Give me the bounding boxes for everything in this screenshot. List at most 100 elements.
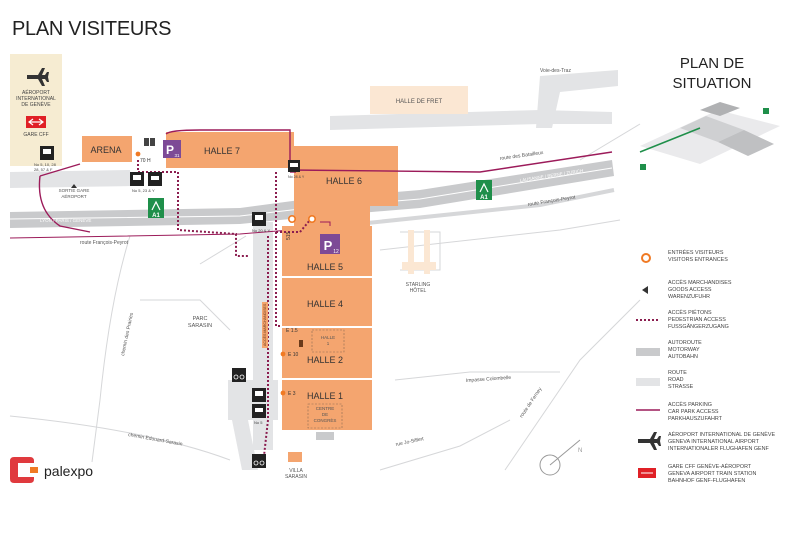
- mini-map-block-1: [680, 116, 744, 142]
- parking-p31-letter: P: [166, 143, 174, 157]
- road-connector: [199, 235, 247, 265]
- centre-line-3: CONGRÈS: [314, 417, 337, 423]
- palexpo-logo-icon: [10, 457, 38, 483]
- place-labels: PARC SARASIN STARLING HÔTEL VILLA SARASI…: [59, 184, 430, 480]
- wc-icon: [144, 138, 155, 146]
- legend-line: AÉROPORT INTERNATIONAL DE GENÈVE: [668, 432, 776, 438]
- road-parc: [140, 299, 231, 331]
- brand-name: palexpo: [44, 463, 94, 479]
- mini-map-road: [639, 127, 701, 153]
- centre-line-1: CENTRE: [316, 406, 335, 411]
- airport-box-bg: [10, 54, 62, 166]
- legend-item-motorway: AUTOROUTE MOTORWAY AUTOBAHN: [632, 340, 797, 368]
- legend-item-entrances: ENTRÉES VISITEURS VISITORS ENTRANCES: [632, 250, 797, 278]
- road-icon: [636, 378, 660, 386]
- parking-badges: P 31 P 12: [163, 140, 340, 255]
- gare-cff-label: GARE CFF: [23, 132, 48, 138]
- road-jo-siffert: [379, 419, 511, 471]
- entrance-icon: [280, 351, 286, 357]
- legend-line: INTERNATIONALER FLUGHAFEN GENF: [668, 445, 769, 452]
- label-villa-1: VILLA: [289, 468, 303, 474]
- situation-title-line-2: SITUATION: [672, 75, 752, 92]
- halle1-label: HALLE 1: [307, 391, 343, 401]
- train-station-icon: [26, 116, 46, 128]
- label-sarasin: chemin Edouard-Sarasin: [128, 432, 183, 448]
- centre-line-2: DE: [322, 412, 328, 417]
- situation-title: PLAN DE SITUATION: [664, 54, 760, 94]
- taxi-icon: [252, 404, 266, 418]
- label-ferney: route de Ferney: [519, 386, 544, 419]
- halle6-hall: [294, 146, 398, 226]
- road-east: [379, 219, 621, 251]
- legend-line: GENEVA INTERNATIONAL AIRPORT: [668, 438, 759, 445]
- motorway-icon: [636, 348, 660, 356]
- legend-item-airport: AÉROPORT INTERNATIONAL DE GENÈVE GENEVA …: [632, 432, 797, 460]
- label-starling-2: HÔTEL: [410, 287, 427, 294]
- legend-line: BAHNHOF GENF-FLUGHAFEN: [668, 477, 746, 484]
- mini-map-marker: [763, 108, 769, 114]
- legend-line: GOODS ACCESS: [668, 286, 712, 293]
- halle2-hall: [282, 328, 372, 378]
- halle-small-box: [311, 329, 345, 353]
- villa-sarasin-building: [288, 452, 302, 462]
- legend-line: VISITORS ENTRANCES: [668, 256, 728, 263]
- bus-stop-5-label: No 5: [254, 420, 263, 425]
- mini-map-block-2: [718, 130, 774, 156]
- visitor-entrance-icon: [641, 253, 651, 263]
- legend-line: AUTOBAHN: [668, 353, 698, 360]
- legend-line: GENEVA AIRPORT TRAIN STATION: [668, 470, 757, 477]
- carpark-route-3: [38, 175, 91, 233]
- legend-line: AUTOROUTE: [668, 340, 702, 346]
- palexpo-logo[interactable]: palexpo: [8, 453, 118, 487]
- halle4-label: HALLE 4: [307, 299, 343, 309]
- label-bataillard: route des Batailleux: [499, 150, 544, 162]
- halle5-label: HALLE 5: [307, 262, 343, 272]
- pedestrian-route-3: [276, 219, 311, 233]
- entrance-70h-label: 70 H: [140, 158, 151, 164]
- legend-line: PARKHAUSZUFAHRT: [668, 415, 723, 422]
- parking-p12-icon: P 12: [320, 234, 340, 255]
- bicycle-icon: [252, 454, 266, 468]
- goods-access-banner: [262, 302, 268, 348]
- halle-small-line-2: 1: [327, 341, 330, 346]
- legend-line: ROAD: [668, 376, 684, 383]
- pedestrian-route-2: [275, 172, 280, 327]
- legend-line: CAR PARK ACCESS: [668, 408, 719, 415]
- halle-fret: [370, 86, 468, 114]
- taxi-icon: [148, 172, 162, 186]
- entrance-icon: [280, 390, 286, 396]
- airport-box: AÉROPORT INTERNATIONAL DE GENÈVE GARE CF…: [10, 54, 62, 166]
- airport-box-line-1: AÉROPORT: [22, 89, 50, 96]
- small-building-south: [316, 432, 334, 440]
- road-peyrot-line: [9, 229, 291, 239]
- pedestrian-route-4: [263, 236, 269, 457]
- motorway-a1-right-label: A1: [480, 195, 488, 201]
- sortie-arrow-icon: [71, 184, 77, 188]
- legend-item-pedestrian: ACCÈS PIÉTONS PEDESTRIAN ACCESS FUSSGÄNG…: [632, 310, 797, 338]
- entrance-515-label: 515: [286, 231, 292, 240]
- goods-access-icon: [642, 286, 648, 294]
- halle1-hall: [282, 380, 372, 430]
- legend-line: PEDESTRIAN ACCESS: [668, 316, 726, 323]
- halls-layer: HALLE DE FRET ARENA HALLE 7 HALLE 6 HALL…: [82, 86, 468, 462]
- carpark-route-1: [165, 129, 613, 173]
- label-prairies: chemin des Prairies: [120, 312, 135, 357]
- halle2-label: HALLE 2: [307, 355, 343, 365]
- label-jo-siffert: rue Jo-Siffert: [395, 436, 425, 448]
- goods-access-banner-label: ACCÈS MARCHANDISES: [262, 303, 267, 346]
- airport-box-line-3: DE GENÈVE: [21, 101, 51, 108]
- halle-small-line-1: HALLE: [321, 335, 335, 340]
- road-chemin-sarasin: [9, 415, 231, 461]
- bus-stop-2-label: No 5, 23 & Y: [132, 188, 155, 193]
- mini-map-marker: [640, 164, 646, 170]
- parking-p12-letter: P: [324, 238, 333, 253]
- bicycle-icon: [232, 368, 246, 382]
- visitor-entrances: E 10 E 3 E 1.5 515 70 H: [135, 151, 331, 397]
- entrance-e3-label: E 3: [288, 391, 296, 397]
- bus-stop-1-line-1: No 5, 10, 28: [34, 162, 57, 167]
- road-impasse: [394, 371, 560, 381]
- bus-icon: [252, 212, 266, 226]
- bus-stop-1-line-2: 28, 57 & F: [34, 167, 53, 172]
- arena-label: ARENA: [90, 145, 121, 155]
